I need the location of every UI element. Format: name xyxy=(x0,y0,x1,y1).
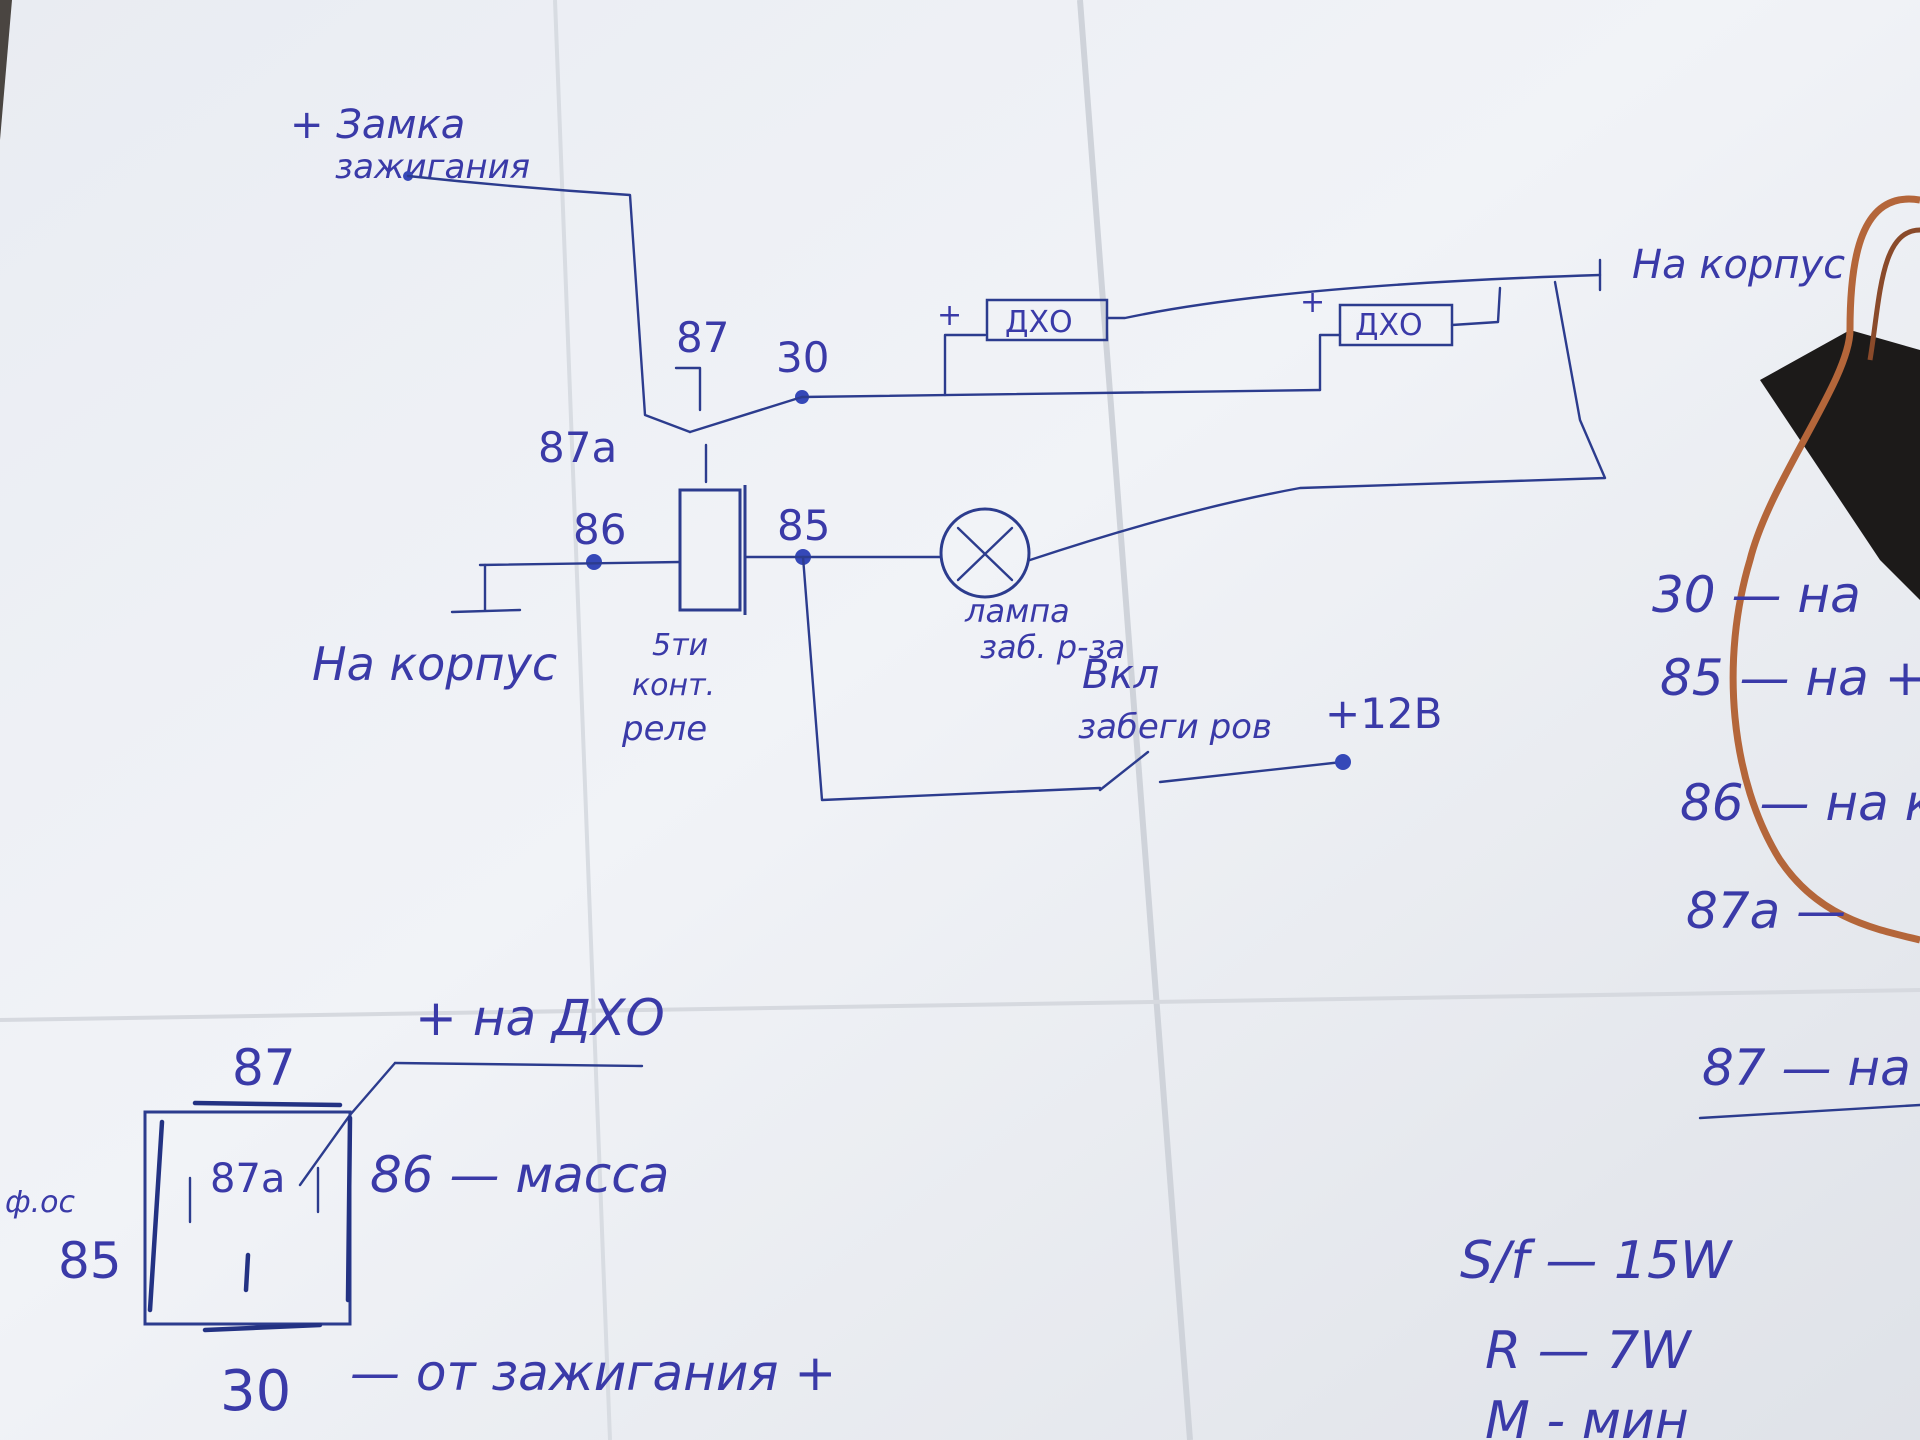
note-85: 85 — на + xyxy=(1660,649,1920,707)
lamp-return-wire xyxy=(1028,280,1607,562)
pinout-drl-label: + на ДХО xyxy=(415,989,665,1047)
bus-wire xyxy=(800,388,1322,399)
drl-left-return xyxy=(1105,273,1602,320)
pin-notes-right: 30 — на 85 — на + 86 — на к 87а — 87 — н… xyxy=(1652,566,1920,1120)
pinout-30-pin xyxy=(202,1322,323,1333)
drl-left-label: ДХО xyxy=(1005,305,1073,340)
note-30: 30 — на xyxy=(1652,566,1861,624)
drl-right-label: ДХО xyxy=(1355,308,1423,343)
paper-fold xyxy=(1077,0,1193,1440)
lamp-label: лампа xyxy=(964,592,1070,630)
paper-fold xyxy=(0,988,1920,1022)
chassis-left-label: На корпус xyxy=(312,637,557,691)
note-sf: S/f — 15W xyxy=(1460,1231,1734,1291)
drl-left-feed xyxy=(943,333,987,397)
note-86: 86 — на к xyxy=(1680,774,1920,832)
coil-86-wire xyxy=(478,560,682,567)
copper-wire xyxy=(1729,195,1920,944)
pinout-85-label: 85 xyxy=(58,1232,122,1290)
note-r: R — 7W xyxy=(1485,1321,1693,1381)
pinout-87-pin xyxy=(192,1100,343,1108)
pin-87-label: 87 xyxy=(676,313,729,362)
relay-label: конт. xyxy=(632,668,715,703)
chassis-left-symbol xyxy=(450,563,522,614)
note-underline xyxy=(1698,1103,1920,1120)
switch-label: Вкл xyxy=(1082,652,1159,698)
contact-87 xyxy=(674,366,702,412)
note-87: 87 — на xyxy=(1702,1039,1911,1097)
pinout-87-label: 87 xyxy=(232,1039,296,1097)
drl-right-feed xyxy=(1318,333,1342,392)
lamp-label: заб. р-за xyxy=(980,628,1125,666)
note-m: М - мин xyxy=(1485,1391,1689,1440)
lamp-symbol xyxy=(939,507,1031,599)
pinout-30-note: — от зажигания + xyxy=(350,1344,836,1402)
pinout-drl-line xyxy=(393,1061,644,1068)
relay-label: 5ти xyxy=(652,628,708,663)
supply-label: +12В xyxy=(1325,689,1442,738)
chassis-right-label: На корпус xyxy=(1632,242,1845,288)
pinout-86-pin xyxy=(345,1115,353,1303)
switch-label: забеги ров xyxy=(1078,707,1272,747)
black-connector-object xyxy=(1760,330,1920,600)
pinout-85-pin xyxy=(147,1119,165,1313)
pin-87a-label: 87а xyxy=(538,423,617,472)
lamp-notes: S/f — 15W R — 7W М - мин xyxy=(1460,1231,1734,1440)
pin-85-label: 85 xyxy=(777,501,830,550)
paper-fold xyxy=(553,0,612,1440)
pin-86-dot xyxy=(586,554,602,570)
pin-86-label: 86 xyxy=(573,505,626,554)
supply-wire xyxy=(1158,760,1344,784)
switch-arm xyxy=(1098,750,1150,792)
drl-right-return xyxy=(1450,286,1502,327)
drl-left-box xyxy=(985,298,1109,342)
pin-30-label: 30 xyxy=(776,333,829,382)
relay-coil xyxy=(678,488,742,612)
supply-dot xyxy=(1335,754,1351,770)
pinout-30-label: 30 xyxy=(220,1359,291,1424)
ignition-label: + Замка xyxy=(290,102,465,148)
switch-arm xyxy=(688,395,804,434)
pinout-87a-label: 87а xyxy=(210,1156,285,1202)
switch-branch-wire xyxy=(801,555,1102,802)
note-87a: 87а — xyxy=(1686,882,1846,940)
relay-label: реле xyxy=(621,709,707,749)
relay-pinout: 87 + на ДХО 87а 86 — масса ф.ос 85 30 — … xyxy=(5,989,836,1424)
ignition-wire xyxy=(406,174,692,434)
pinout-87a-pin xyxy=(243,1252,251,1293)
pinout-left-partial: ф.ос xyxy=(5,1185,76,1220)
relay-schematic: + Замка зажигания 87 30 87а + ДХО + ДХО … xyxy=(290,102,1845,802)
copper-wire xyxy=(1867,227,1920,361)
pinout-86-label: 86 — масса xyxy=(370,1146,669,1204)
lamp-symbol-cross xyxy=(956,526,1014,582)
drl-left-plus: + xyxy=(937,298,962,333)
ignition-label: зажигания xyxy=(335,147,530,187)
